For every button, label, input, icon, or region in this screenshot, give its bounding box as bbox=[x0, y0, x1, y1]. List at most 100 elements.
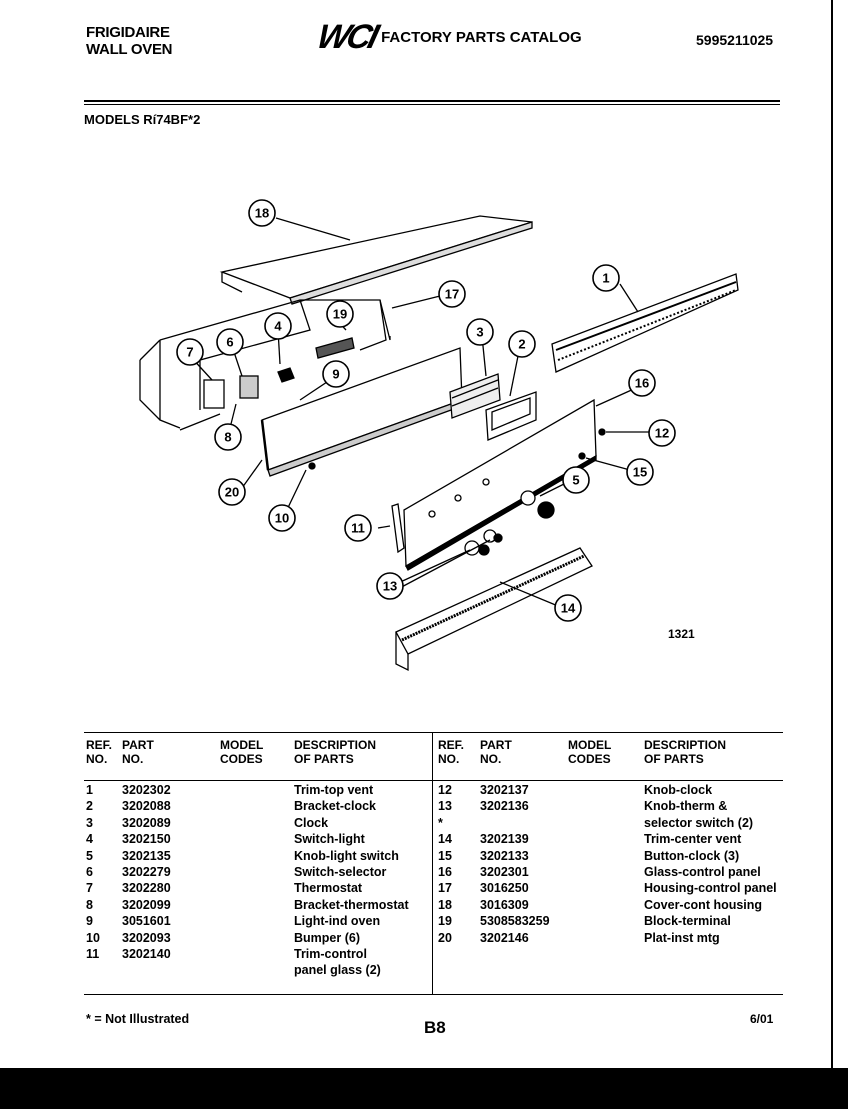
description-cell: Button-clock (3) bbox=[644, 848, 740, 863]
callout-label: 7 bbox=[186, 345, 193, 360]
model-code-cell bbox=[220, 798, 294, 814]
part-no-cell: 3202139 bbox=[480, 832, 529, 847]
callout-label: 10 bbox=[275, 511, 289, 526]
model-code-cell bbox=[568, 798, 644, 814]
model-code-cell bbox=[220, 913, 294, 929]
brand-line-2: WALL OVEN bbox=[86, 41, 173, 58]
callout-6: 6 bbox=[216, 328, 244, 356]
ref-no-cell: 12 bbox=[438, 783, 452, 797]
description-cell: Bumper (6) bbox=[294, 930, 360, 945]
part-no-cell: 3202146 bbox=[480, 930, 529, 945]
part-no-cell: 3202279 bbox=[122, 865, 171, 880]
callout-label: 3 bbox=[476, 325, 483, 340]
table-row: 14 3202139 Trim-center vent bbox=[438, 831, 786, 847]
page-number: B8 bbox=[424, 1018, 446, 1037]
ref-no-cell: 15 bbox=[438, 848, 452, 863]
callout-label: 1 bbox=[602, 271, 609, 286]
description-cell: Switch-light bbox=[294, 832, 365, 847]
ref-no-cell: 3 bbox=[86, 815, 93, 830]
callout-8: 8 bbox=[214, 423, 242, 451]
callout-20: 20 bbox=[218, 478, 246, 506]
part-no-cell: 3202135 bbox=[122, 848, 171, 863]
description-cell: Light-ind oven bbox=[294, 914, 381, 929]
part-no-cell: 3202089 bbox=[122, 815, 171, 830]
description-cell: panel glass (2) bbox=[294, 963, 381, 978]
model-code-cell bbox=[568, 848, 644, 864]
part-no-cell: 3051601 bbox=[122, 914, 171, 929]
description-cell: Cover-cont housing bbox=[644, 897, 763, 912]
part-no-cell: 5308583259 bbox=[480, 914, 550, 929]
callout-label: 15 bbox=[633, 465, 647, 480]
callout-4: 4 bbox=[264, 312, 292, 340]
part-no-cell: 3202093 bbox=[122, 930, 171, 945]
callout-17: 17 bbox=[438, 280, 466, 308]
description-cell: Bracket-clock bbox=[294, 799, 376, 814]
model-code-cell bbox=[220, 848, 294, 864]
table-row: 3 3202089 Clock bbox=[86, 815, 430, 831]
model-code-cell bbox=[220, 946, 294, 962]
callout-label: 11 bbox=[351, 521, 365, 536]
model-code-cell bbox=[220, 831, 294, 847]
model-code-cell bbox=[220, 897, 294, 913]
header-rule-top bbox=[84, 100, 780, 102]
part-no-cell: 3202301 bbox=[480, 865, 529, 880]
callout-label: 9 bbox=[332, 367, 339, 382]
model-code-cell bbox=[220, 930, 294, 946]
description-cell: Knob-light switch bbox=[294, 848, 399, 863]
callout-1: 1 bbox=[592, 264, 620, 292]
description-cell: Clock bbox=[294, 815, 329, 830]
callout-5: 5 bbox=[562, 466, 590, 494]
model-code-cell bbox=[220, 864, 294, 880]
ref-no-cell: 20 bbox=[438, 930, 452, 945]
brand-block: FRIGIDAIRE WALL OVEN bbox=[86, 24, 173, 58]
catalog-title: FACTORY PARTS CATALOG bbox=[381, 28, 582, 46]
model-code-cell bbox=[568, 880, 644, 896]
callout-19: 19 bbox=[326, 300, 354, 328]
description-cell: Trim-control bbox=[294, 947, 367, 962]
callout-label: 18 bbox=[255, 206, 269, 221]
ref-no-cell: * bbox=[438, 815, 443, 830]
ref-no-cell: 11 bbox=[86, 947, 100, 962]
brand-line-1: FRIGIDAIRE bbox=[86, 24, 170, 41]
model-code-cell bbox=[568, 864, 644, 880]
table-rule-top bbox=[84, 732, 783, 733]
callout-label: 5 bbox=[572, 473, 579, 488]
header-ref-no: REF.NO. bbox=[438, 738, 465, 766]
ref-no-cell: 1 bbox=[86, 783, 93, 797]
description-cell: Thermostat bbox=[294, 881, 363, 896]
callout-2: 2 bbox=[508, 330, 536, 358]
callout-label: 13 bbox=[383, 579, 397, 594]
description-cell: Trim-center vent bbox=[644, 832, 742, 847]
callout-7: 7 bbox=[176, 338, 204, 366]
part-no-cell: 3016309 bbox=[480, 897, 529, 912]
table-rule-header bbox=[84, 780, 783, 781]
ref-no-cell: 14 bbox=[438, 832, 452, 847]
callout-label: 14 bbox=[561, 601, 576, 616]
header-ref-no: REF.NO. bbox=[86, 738, 113, 766]
description-cell: Bracket-thermostat bbox=[294, 897, 409, 912]
part-no-cell: 3016250 bbox=[480, 881, 529, 896]
model-code-cell bbox=[220, 962, 294, 978]
callout-18: 18 bbox=[248, 199, 276, 227]
model-code-cell bbox=[220, 782, 294, 798]
callout-13: 13 bbox=[376, 572, 404, 600]
part-no-cell bbox=[122, 962, 220, 978]
